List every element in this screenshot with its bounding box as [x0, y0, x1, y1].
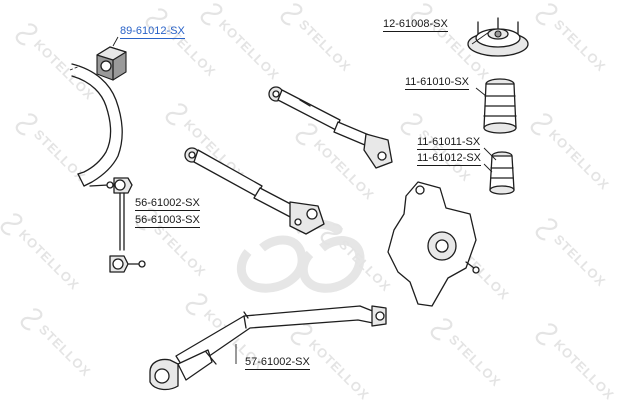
watermark-s-mark: [185, 293, 208, 316]
stabilizer-link-drawing: [89, 177, 146, 273]
bump-stop-boot-drawing: [483, 78, 517, 134]
middle-control-arm-drawing: [184, 147, 325, 235]
part-label-stabilizer-link-b[interactable]: 56-61003-SX: [135, 214, 200, 228]
watermark-s-mark: [530, 113, 553, 136]
part-label-trailing-arm[interactable]: 57-61002-SX: [245, 356, 310, 370]
trailing-arm-drawing: [149, 305, 387, 391]
watermark-s-mark: [135, 208, 158, 231]
stabilizer-bushing-drawing: [96, 36, 127, 81]
watermark-s-mark: [200, 3, 223, 26]
watermark-s-mark: [535, 3, 558, 26]
part-label-bump-stop-boot[interactable]: 11-61010-SX: [405, 76, 470, 90]
watermark-s-mark: [15, 23, 38, 46]
part-label-stabilizer-bushing[interactable]: 89-61012-SX: [120, 25, 185, 39]
part-label-stabilizer-link-a[interactable]: 56-61002-SX: [135, 197, 200, 211]
watermark-s-mark: [410, 3, 433, 26]
strut-mount-drawing: [467, 17, 529, 57]
watermark-s-mark: [535, 218, 558, 241]
part-label-bump-stop-a[interactable]: 11-61011-SX: [417, 136, 481, 150]
part-label-bump-stop-b[interactable]: 11-61012-SX: [417, 152, 482, 166]
watermark-s-mark: [280, 3, 303, 26]
watermark-s-mark: [0, 213, 23, 236]
upper-control-arm-drawing: [268, 86, 393, 169]
watermark-s-mark: [290, 323, 313, 346]
steering-knuckle-drawing: [387, 181, 480, 307]
stabilizer-bar: [69, 63, 123, 187]
watermark-s-mark: [430, 318, 453, 341]
leader-lines: [119, 29, 497, 364]
watermark-s-mark: [15, 113, 38, 136]
bump-stop-drawing: [489, 151, 515, 195]
watermark-s-mark: [295, 123, 318, 146]
part-label-strut-mount[interactable]: 12-61008-SX: [383, 18, 448, 32]
watermark-s-mark: [165, 103, 188, 126]
watermark-s-mark: [535, 323, 558, 346]
watermark-s-mark: [20, 308, 43, 331]
watermark-s-mark: [400, 113, 423, 136]
watermark-s-mark: [145, 8, 168, 31]
watermark-s-mark: [320, 223, 343, 246]
